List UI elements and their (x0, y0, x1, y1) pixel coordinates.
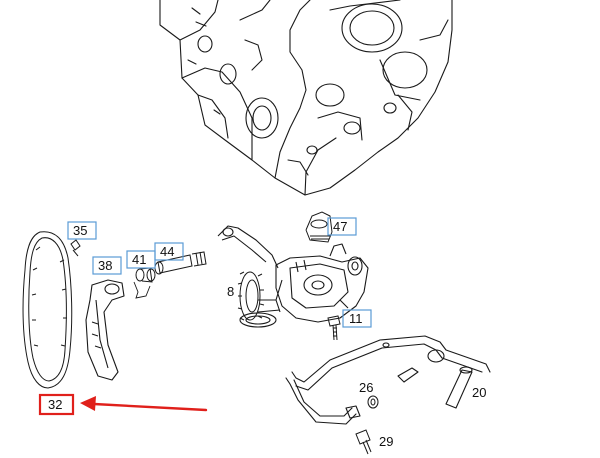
callout-label-32: 32 (48, 397, 62, 412)
callout-11: 11 (342, 309, 372, 328)
callout-38: 38 (92, 256, 122, 275)
callout-35: 35 (67, 221, 97, 240)
callout-label-47: 47 (333, 219, 347, 234)
callout-label-38: 38 (98, 258, 112, 273)
callout-41: 41 (126, 250, 156, 269)
tensioner-spring (133, 281, 151, 299)
callout-box-41 (126, 250, 156, 269)
callout-label-20: 20 (472, 385, 486, 400)
chain-tensioner-rail (85, 279, 125, 381)
sealing-washer (367, 395, 379, 409)
callout-label-11: 11 (349, 311, 363, 326)
callout-box-11 (342, 309, 372, 328)
callout-label-44: 44 (160, 244, 174, 259)
callout-label-29: 29 (379, 434, 393, 449)
callout-label-8: 8 (227, 284, 234, 299)
callout-label-26: 26 (359, 380, 373, 395)
callout-32-highlight: 32 (38, 393, 75, 416)
hex-screw (327, 315, 341, 341)
oil-line (285, 335, 491, 425)
callout-label-35: 35 (73, 223, 87, 238)
callout-47: 47 (327, 217, 357, 236)
timing-chain (22, 231, 73, 389)
highlight-box-32 (38, 393, 75, 416)
spacer-sleeve (135, 267, 156, 283)
callout-box-35 (67, 221, 97, 240)
engine-block (159, 0, 453, 196)
callout-label-41: 41 (132, 252, 146, 267)
callout-box-47 (327, 217, 357, 236)
hollow-bolt (355, 429, 372, 455)
callout-box-38 (92, 256, 122, 275)
oil-filter-cap (305, 211, 333, 243)
left-arrow-icon (80, 396, 208, 412)
pump-sprocket (237, 271, 265, 321)
oil-pump (217, 225, 369, 328)
chain-link-clip (70, 239, 81, 257)
